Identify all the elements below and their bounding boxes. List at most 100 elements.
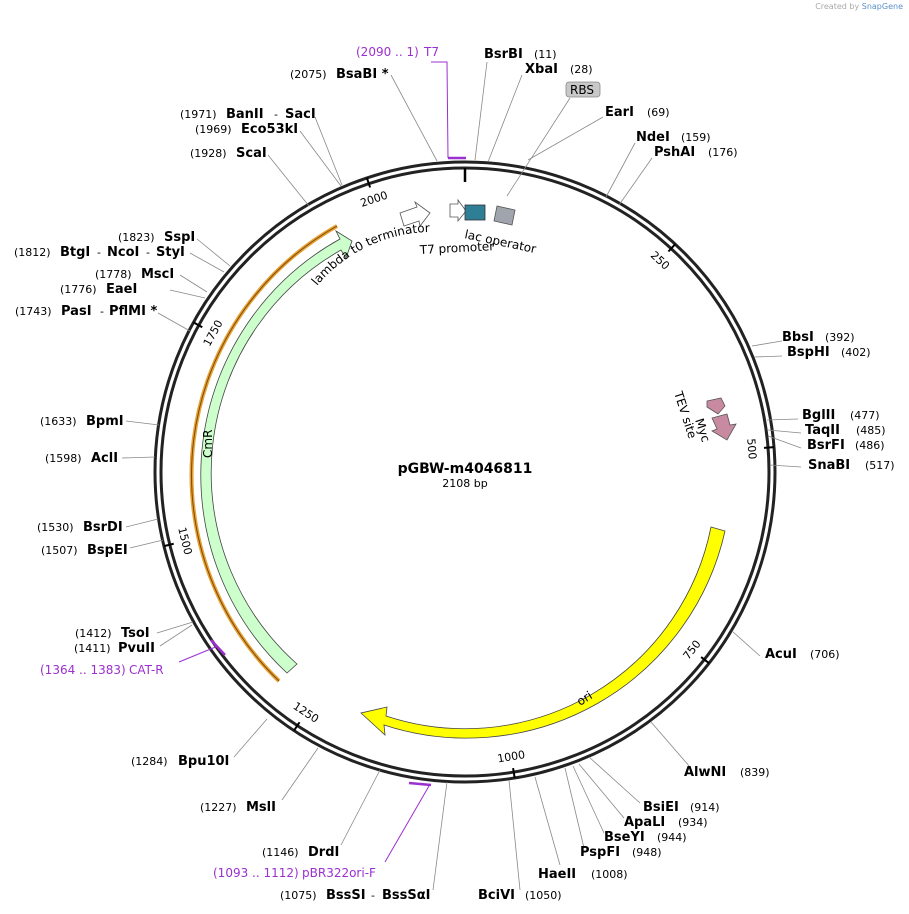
site-bsssai-name[interactable]: BssSαI: [382, 888, 431, 903]
credit-prefix: Created by: [815, 2, 860, 11]
site-sspi-pos: (1823): [118, 231, 155, 244]
site-taqii-pos: (485): [856, 424, 886, 437]
site-bspei-pos: (1507): [41, 544, 78, 557]
myc-arrow[interactable]: [711, 413, 737, 441]
site-pflmi-name[interactable]: PflMI *: [109, 304, 157, 319]
primer-catr-pos: (1364 .. 1383): [40, 663, 126, 677]
site-bsiei-name[interactable]: BsiEI: [643, 800, 679, 815]
site-msci-name[interactable]: MscI: [141, 267, 174, 282]
site-banii-name[interactable]: BanII: [226, 107, 264, 122]
site-pshai-name[interactable]: PshAI: [654, 145, 695, 160]
tick-mark-500: [763, 446, 775, 449]
tick-mark-250: [667, 243, 676, 253]
site-bglii-pos: (477): [850, 409, 880, 422]
site-bpu10i-pos: (1284): [131, 755, 168, 768]
tick-label-750: 750: [680, 638, 703, 663]
site-tsoi-pos: (1412): [75, 627, 112, 640]
site-bpmi-name[interactable]: BpmI: [86, 414, 124, 429]
site-msli-name[interactable]: MslI: [246, 800, 276, 815]
lac-operator-box[interactable]: [493, 205, 516, 226]
site-sspi-name[interactable]: SspI: [164, 230, 195, 245]
site-acui-name[interactable]: AcuI: [765, 647, 797, 662]
site-bsiei-pos: (914): [690, 801, 720, 814]
primer-pbr322-name[interactable]: pBR322ori-F: [302, 866, 376, 880]
site-alwni-name[interactable]: AlwNI: [684, 765, 726, 780]
site-eaei-name[interactable]: EaeI: [106, 282, 137, 297]
site-pvuii-name[interactable]: PvuII: [118, 641, 155, 656]
tick-label-1250: 1250: [291, 700, 322, 726]
site-pasi-pos: (1743): [15, 305, 52, 318]
tick-mark-1500: [163, 542, 174, 548]
site-bseyi-name[interactable]: BseYI: [604, 830, 645, 845]
myc-label: Myc: [692, 417, 713, 444]
site-eari-name[interactable]: EarI: [605, 105, 634, 120]
t7-box[interactable]: [464, 204, 486, 221]
tick-label-1000: 1000: [496, 748, 526, 765]
ori-feature[interactable]: [360, 526, 726, 739]
site-msci-pos: (1778): [95, 268, 132, 281]
site-banii-pos: (1971): [180, 108, 217, 121]
tick-mark-750: [700, 656, 710, 664]
site-bspei-name[interactable]: BspEI: [87, 543, 128, 558]
site-acli-pos: (1598): [45, 452, 82, 465]
site-acui-pos: (706): [810, 648, 840, 661]
site-styi-name[interactable]: StyI: [156, 245, 185, 260]
snapgene-logo: SnapGene: [861, 2, 903, 11]
site-saci-name[interactable]: SacI: [285, 107, 316, 122]
primer-t7-name[interactable]: T7: [423, 45, 439, 59]
site-taqii-name[interactable]: TaqII: [805, 423, 840, 438]
site-eco53ki-name[interactable]: Eco53kI: [241, 122, 298, 137]
site-xbai-name[interactable]: XbaI: [525, 62, 558, 77]
site-ndei-name[interactable]: NdeI: [636, 130, 670, 145]
primer-catr-name[interactable]: CAT-R: [129, 663, 164, 677]
site-ncoi-name[interactable]: NcoI: [107, 245, 139, 260]
site-bsabi-name[interactable]: BsaBI *: [336, 67, 389, 82]
t7-promoter-label: T7 promoter: [418, 239, 494, 257]
site-alwni-pos: (839): [740, 766, 770, 779]
tick-label-500: 500: [744, 438, 759, 460]
site-apali-pos: (934): [678, 816, 708, 829]
tev-site-arrow[interactable]: [706, 397, 726, 415]
created-by-credit: Created by SnapGene: [815, 2, 903, 11]
svg-text:-: -: [274, 108, 278, 121]
site-bsphi-name[interactable]: BspHI: [787, 345, 830, 360]
site-bsrfi-name[interactable]: BsrFI: [807, 438, 845, 453]
site-scai-name[interactable]: ScaI: [236, 146, 267, 161]
site-snabi-pos: (517): [865, 459, 895, 472]
site-pasi-name[interactable]: PasI: [61, 304, 92, 319]
site-bcivi-pos: (1050): [525, 889, 562, 902]
site-pvuii-pos: (1411): [74, 642, 111, 655]
rbs-badge[interactable]: [565, 81, 601, 98]
site-btgi-name[interactable]: BtgI: [60, 245, 90, 260]
site-tsoi-name[interactable]: TsoI: [121, 626, 150, 641]
site-apali-name[interactable]: ApaLI: [624, 815, 665, 830]
site-bsrdi-name[interactable]: BsrDI: [83, 520, 123, 535]
site-pspfi-name[interactable]: PspFI: [580, 845, 620, 860]
lambda-t0-terminator-arrow[interactable]: [399, 200, 431, 227]
leader-lines: [121, 61, 802, 891]
site-labels: BsrBI (11) XbaI (28) EarI (69) NdeI (159…: [14, 47, 895, 903]
site-bcivi-name[interactable]: BciVI: [478, 888, 515, 903]
site-eari-pos: (69): [647, 106, 670, 119]
site-bsrbi-pos: (11): [534, 48, 557, 61]
cmr-feature[interactable]: [200, 229, 353, 674]
tick-mark-1000: [512, 767, 516, 779]
svg-text:-: -: [371, 889, 375, 902]
tick-label-2000: 2000: [359, 189, 390, 210]
cmr-label: CmR: [201, 430, 215, 458]
site-bpmi-pos: (1633): [40, 415, 77, 428]
site-bglii-name[interactable]: BglII: [802, 408, 835, 423]
site-bbsi-name[interactable]: BbsI: [782, 330, 814, 345]
site-bseyi-pos: (944): [657, 831, 687, 844]
site-pshai-pos: (176): [708, 146, 738, 159]
tick-mark-1250: [293, 721, 301, 732]
site-snabi-name[interactable]: SnaBI: [808, 458, 850, 473]
site-acli-name[interactable]: AclI: [91, 451, 118, 466]
site-haeii-name[interactable]: HaeII: [538, 867, 576, 882]
site-bsrbi-name[interactable]: BsrBI: [484, 47, 523, 62]
t7-promoter-arrow[interactable]: [449, 198, 467, 223]
site-bpu10i-name[interactable]: Bpu10I: [178, 754, 229, 769]
site-bsssi-name[interactable]: BssSI: [326, 888, 366, 903]
site-drdi-name[interactable]: DrdI: [308, 845, 339, 860]
site-bsphi-pos: (402): [841, 346, 871, 359]
